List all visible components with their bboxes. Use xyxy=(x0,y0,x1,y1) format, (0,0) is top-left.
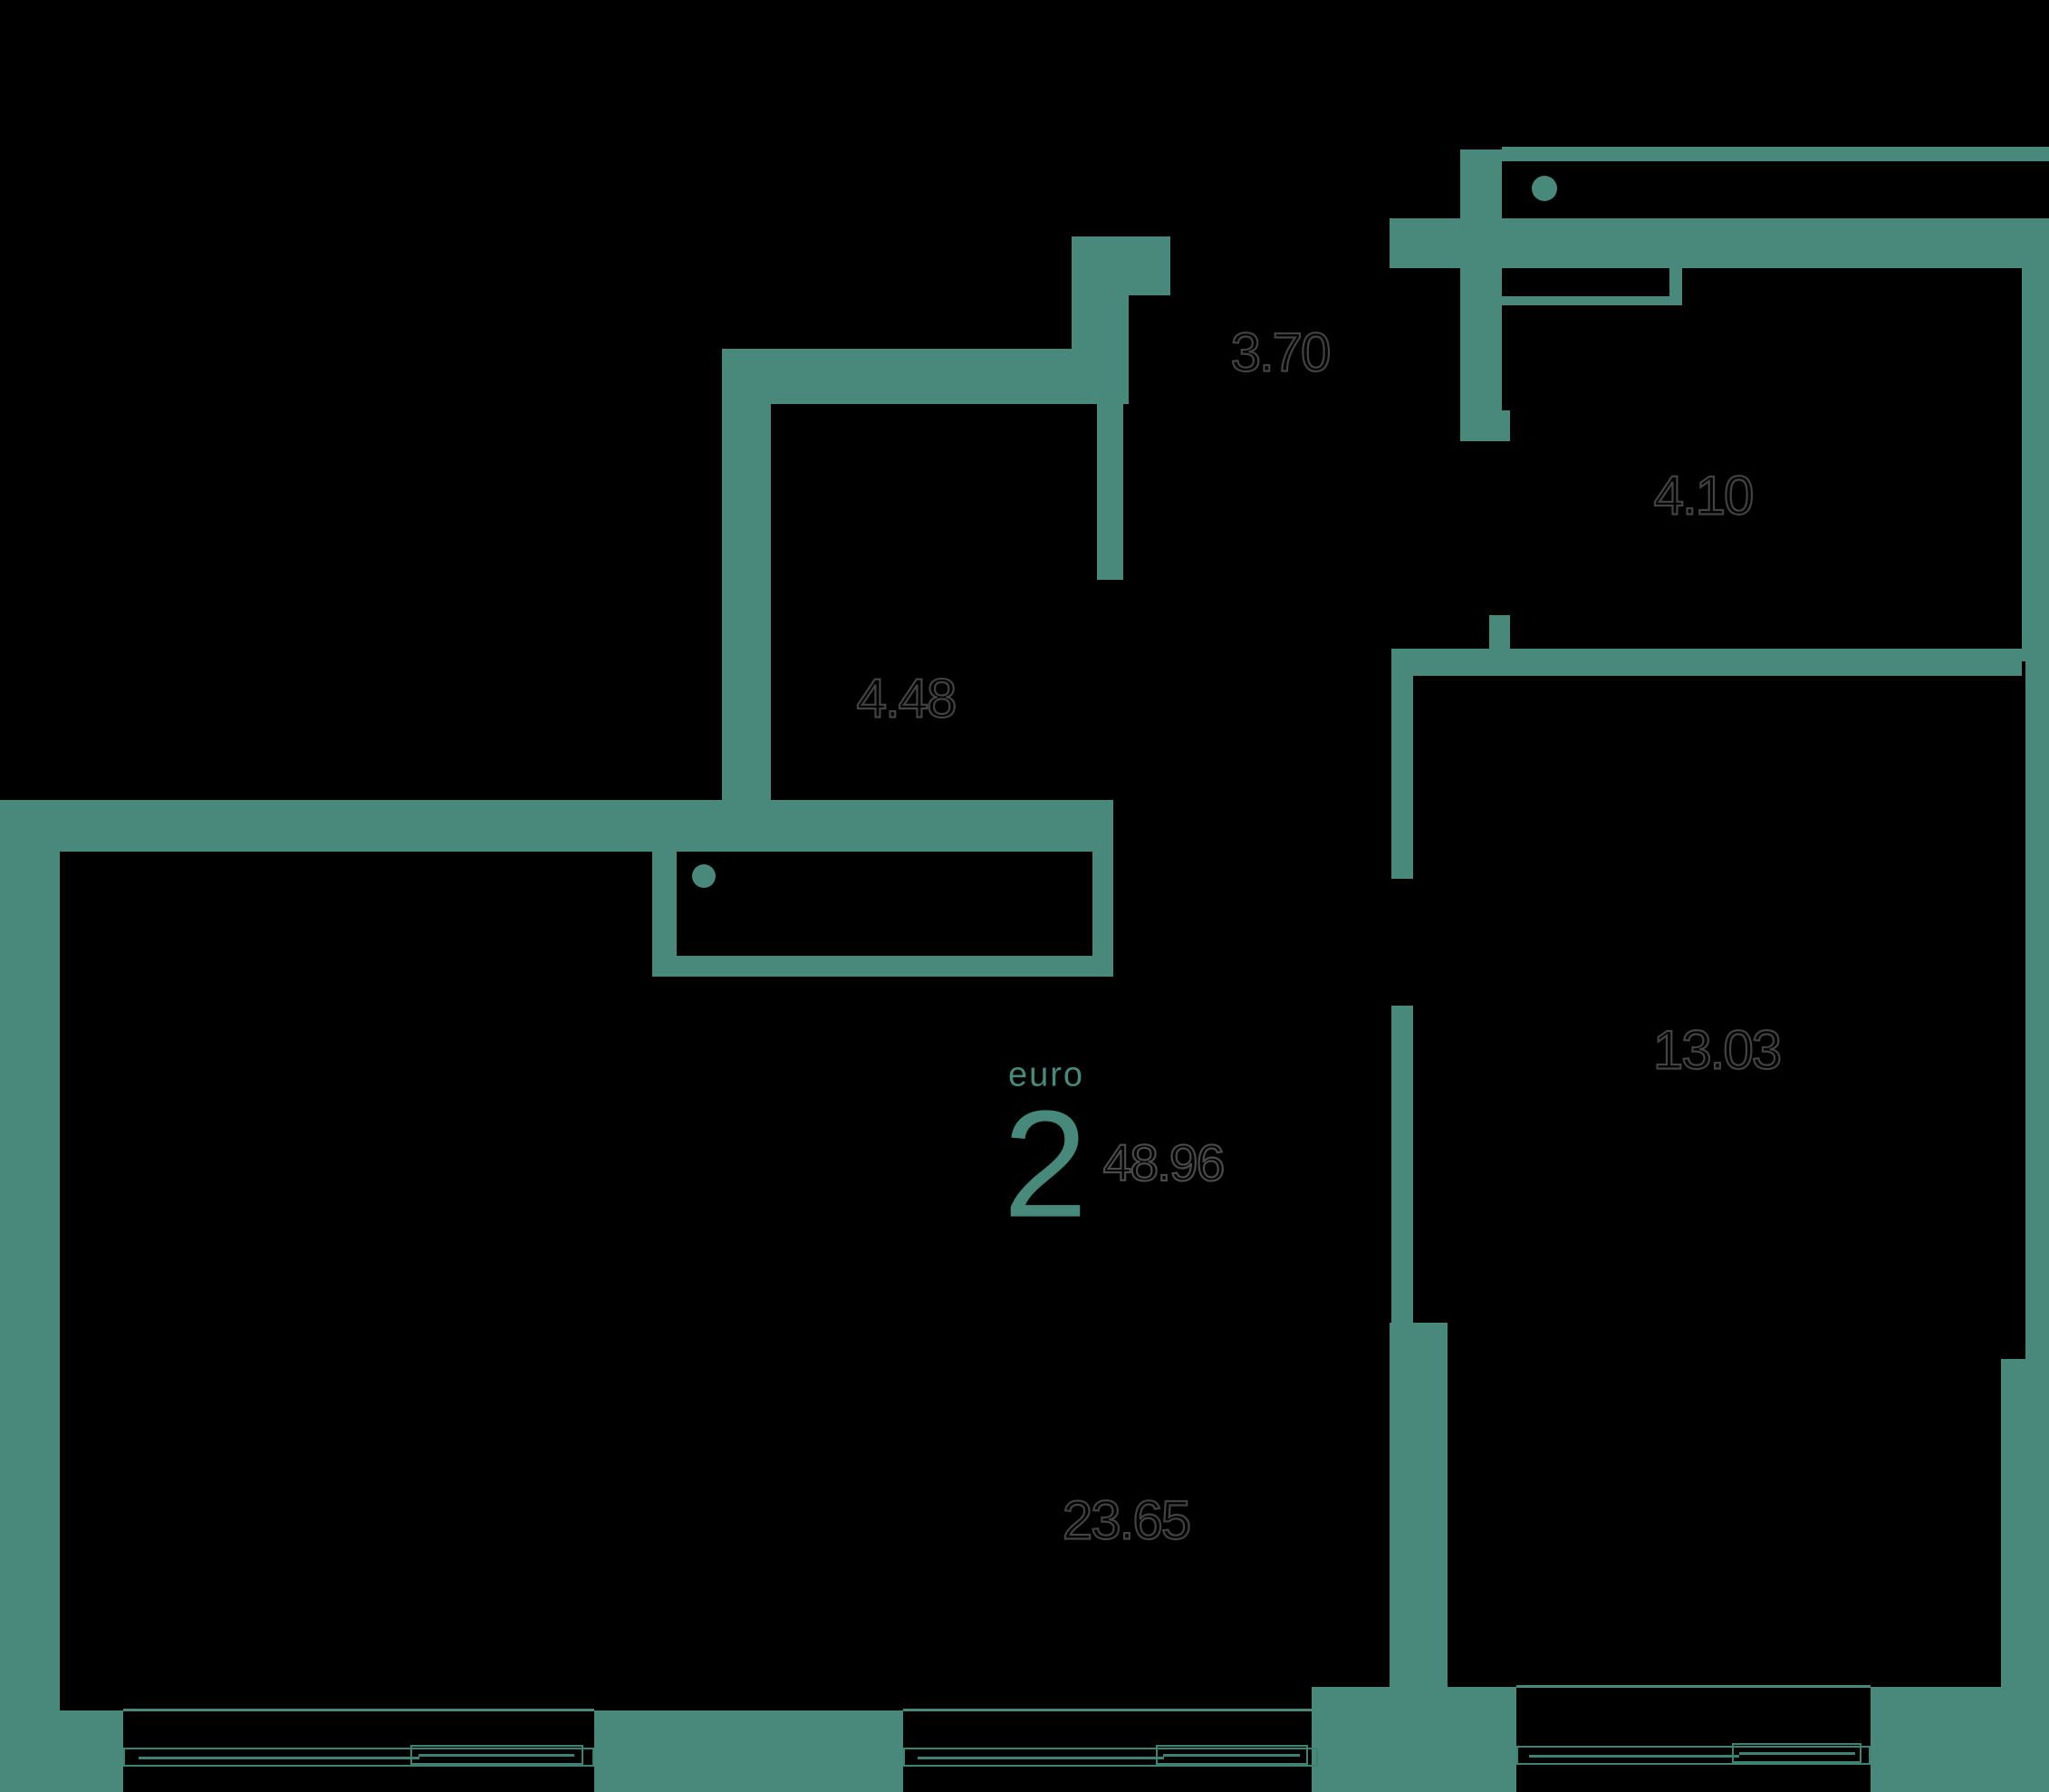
window-living-right xyxy=(903,1744,1318,1767)
hall-right-wall-upper xyxy=(1460,149,1502,441)
loggia-window-jamb xyxy=(1669,268,1682,296)
bedroom-left-wall-lower xyxy=(1390,1323,1448,1687)
window1-face-line xyxy=(123,1709,594,1711)
window-glass-line xyxy=(917,1756,1164,1759)
bottom-pier-d xyxy=(1871,1687,2049,1792)
door-point-living-icon xyxy=(692,864,716,888)
outer-wall-top xyxy=(1390,218,2049,268)
bath-right-wall-lower xyxy=(1092,852,1113,977)
window2-face-line xyxy=(903,1709,1318,1711)
outer-wall-right-upper xyxy=(2022,268,2049,661)
window-glass-line xyxy=(139,1756,420,1759)
bath-right-column xyxy=(1072,236,1129,349)
total-area-value: 48.96 xyxy=(1102,1133,1227,1193)
outer-wall-right-lower xyxy=(2001,1359,2049,1687)
bath-top-wall xyxy=(722,349,1129,404)
window-casement xyxy=(1732,1742,1862,1763)
room-label-loggia: 4.10 xyxy=(1653,464,1756,526)
bottom-pier-a xyxy=(0,1710,123,1792)
room-label-living-kitchen: 23.65 xyxy=(1062,1489,1192,1551)
window3-face-line xyxy=(1516,1685,1871,1688)
bath-right-wall-upper xyxy=(1097,404,1123,580)
window-casement-glass-line xyxy=(1163,1753,1301,1757)
bedroom-top-wall xyxy=(1391,649,2022,676)
window-casement xyxy=(409,1744,583,1765)
hall-right-wall-lower-stub xyxy=(1489,615,1510,649)
bath-left-wall xyxy=(722,349,771,800)
room-label-hallway: 3.70 xyxy=(1230,321,1332,383)
outer-wall-left xyxy=(0,800,60,1710)
bedroom-left-wall-mid xyxy=(1391,1006,1413,1323)
living-top-step xyxy=(652,852,677,977)
window-bedroom xyxy=(1516,1742,1871,1765)
door-point-entry-icon xyxy=(1532,176,1557,201)
window-casement-glass-line xyxy=(418,1753,575,1757)
bedroom-left-wall-upper xyxy=(1391,649,1413,879)
window-casement xyxy=(1155,1744,1308,1765)
window-casement-glass-line xyxy=(1738,1751,1855,1755)
bath-right-column-cap xyxy=(1129,236,1170,295)
bottom-pier-c xyxy=(1312,1687,1516,1792)
loggia-window-sill xyxy=(1502,296,1682,305)
window-living-left xyxy=(123,1744,594,1767)
hall-right-wall-stub xyxy=(1486,410,1510,441)
loggia-glazing-top xyxy=(1502,147,2049,161)
room-label-bedroom: 13.03 xyxy=(1652,1018,1783,1081)
living-top-wall xyxy=(0,800,1113,852)
living-top-wall-inner xyxy=(674,956,1113,977)
apartment-type-label: euro xyxy=(1007,1055,1085,1094)
room-label-bathroom: 4.48 xyxy=(856,667,958,729)
bottom-pier-b xyxy=(594,1710,903,1792)
outer-wall-right-mid xyxy=(2025,661,2049,1359)
window-glass-line xyxy=(1528,1754,1739,1758)
rooms-count-number: 2 xyxy=(1003,1078,1088,1249)
